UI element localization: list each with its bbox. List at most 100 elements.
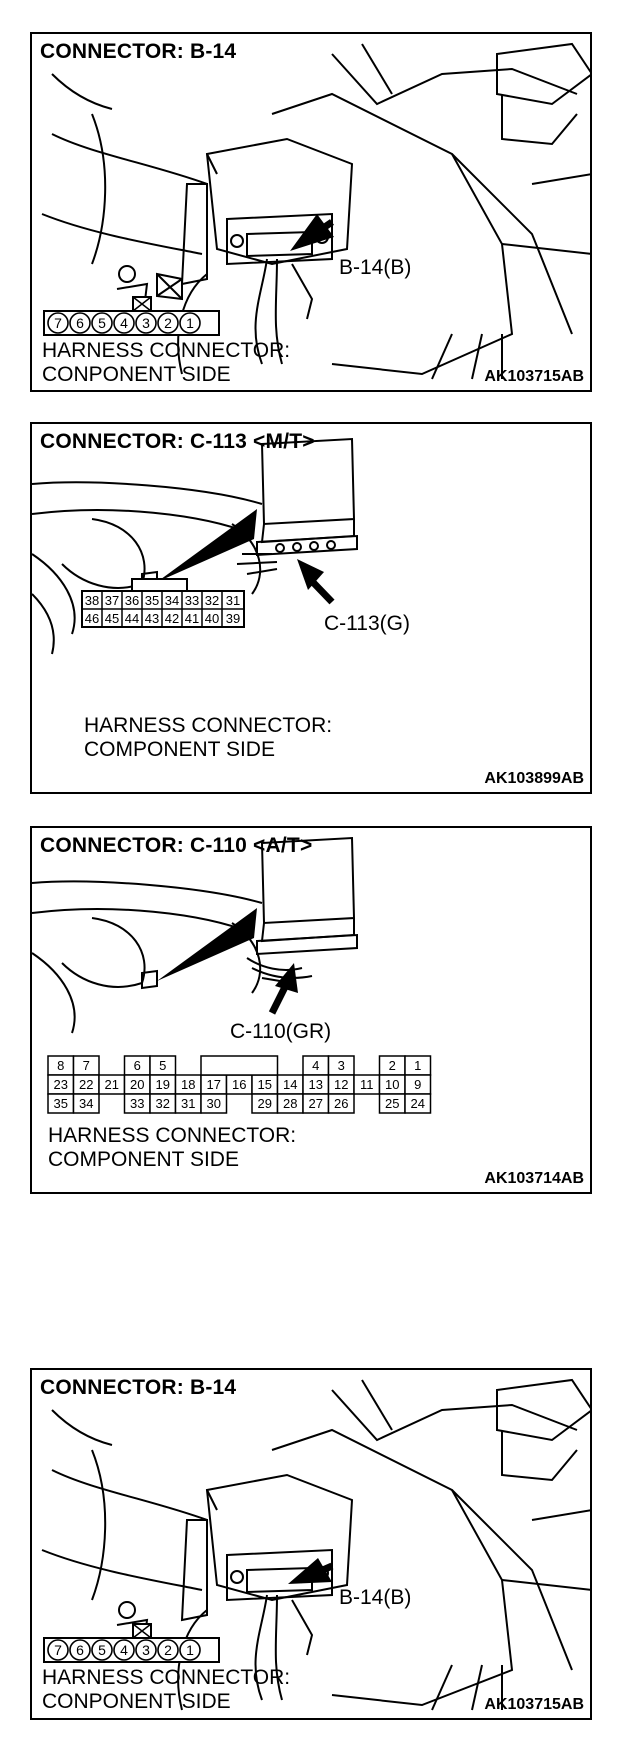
c110-pin: 24 [411,1096,425,1111]
harness-line-1: HARNESS CONNECTOR: [84,714,333,737]
figure-code: AK103715AB [484,1696,584,1713]
b14-pin: 1 [186,315,194,331]
c110-pin: 31 [181,1096,195,1111]
c113-arrow [297,559,335,605]
c110-pin: 3 [338,1058,345,1073]
connector-callout: B-14(B) [339,1586,412,1609]
b14-pin: 5 [98,1642,106,1658]
c113-pin: 32 [205,593,219,608]
c110-pin: 26 [334,1096,348,1111]
c110-pin: 33 [130,1096,144,1111]
c110-pin: 17 [207,1077,221,1092]
c110-pin: 21 [105,1077,119,1092]
harness-line-1: HARNESS CONNECTOR: [42,339,291,362]
c110-pin: 34 [79,1096,93,1111]
c110-pin: 14 [283,1077,297,1092]
c110-pin-cell [404,1093,432,1114]
figure-code: AK103715AB [484,368,584,385]
c110-pin: 6 [134,1058,141,1073]
b14-pin: 6 [76,1642,84,1658]
c113-pin-grid: 38 37 36 35 34 33 32 31 46 45 44 43 42 4… [81,578,245,628]
c110-pin: 23 [54,1077,68,1092]
c110-pin: 27 [309,1096,323,1111]
c110-pin: 16 [232,1077,246,1092]
b14-pin: 5 [98,315,106,331]
c110-pin: 22 [79,1077,93,1092]
c113-pin: 45 [105,611,119,626]
b14-arrow [288,1558,334,1584]
c110-pin: 29 [258,1096,272,1111]
c110-pin: 9 [414,1077,421,1092]
connector-panel-b14-top: 7 6 5 4 3 2 1 CONNECTOR: B-14 B-14(B) HA… [30,32,592,392]
c113-pin: 41 [185,611,199,626]
c110-pin: 15 [258,1077,272,1092]
b14-pin: 4 [120,315,128,331]
c110-pin-cell [200,1093,228,1114]
c113-pin: 35 [145,593,159,608]
b14-pin: 2 [164,1642,172,1658]
harness-line-1: HARNESS CONNECTOR: [48,1124,297,1147]
harness-label: HARNESS CONNECTOR: CONPONENT SIDE [42,1666,290,1714]
c110-pin: 2 [389,1058,396,1073]
c110-key-slot [200,1055,279,1076]
c110-pin: 28 [283,1096,297,1111]
c110-pin: 18 [181,1077,195,1092]
c113-pin: 33 [185,593,199,608]
c110-pin: 12 [334,1077,348,1092]
panel-title: CONNECTOR: B-14 [40,40,237,63]
c110-pin: 1 [414,1058,421,1073]
harness-line-2: COMPONENT SIDE [48,1148,239,1171]
c110-leader [157,908,257,981]
b14-arrow [290,214,334,251]
b14-pin: 6 [76,315,84,331]
b14-pin: 1 [186,1642,194,1658]
c110-pin: 13 [309,1077,323,1092]
harness-label: HARNESS CONNECTOR: COMPONENT SIDE [48,1124,296,1172]
panel-title: CONNECTOR: C-110 <A/T> [40,834,313,857]
b14-pin-row: 7 6 5 4 3 2 1 [43,296,220,336]
c110-pin: 5 [159,1058,166,1073]
figure-code: AK103899AB [484,770,584,787]
b14-pin-row: 7 6 5 4 3 2 1 [43,1623,220,1663]
harness-label: HARNESS CONNECTOR: COMPONENT SIDE [84,714,332,762]
c110-pin: 35 [54,1096,68,1111]
c113-illustration: 38 37 36 35 34 33 32 31 46 45 44 43 42 4… [32,437,358,655]
c110-pin: 11 [360,1077,374,1092]
b14-pin: 3 [142,1642,150,1658]
c110-pin: 7 [83,1058,90,1073]
b14-pin: 7 [54,1642,62,1658]
c113-pin: 36 [125,593,139,608]
c110-pin: 25 [385,1096,399,1111]
c110-pin-cell [327,1093,355,1114]
c110-pin-cell [72,1093,100,1114]
c110-pin: 4 [312,1058,319,1073]
c113-pin: 43 [145,611,159,626]
harness-line-2: COMPONENT SIDE [84,738,275,761]
b14-pin: 4 [120,1642,128,1658]
panel-title: CONNECTOR: C-113 <M/T> [40,430,315,453]
panel-title: CONNECTOR: B-14 [40,1376,237,1399]
connector-callout: C-113(G) [324,612,410,635]
b14-illustration: 7 6 5 4 3 2 1 [41,42,590,380]
connector-panel-b14-bottom: 7 6 5 4 3 2 1 CONNECTOR: B-14 B-14(B) HA… [30,1368,592,1720]
c110-pin: 30 [207,1096,221,1111]
c113-pin: 46 [85,611,99,626]
c113-leader [157,509,257,582]
harness-line-2: CONPONENT SIDE [42,363,231,386]
harness-label: HARNESS CONNECTOR: CONPONENT SIDE [42,339,290,387]
c110-pin: 10 [385,1077,399,1092]
connector-callout: B-14(B) [339,256,412,279]
b14-pin: 3 [142,315,150,331]
c113-pin: 31 [226,593,240,608]
c110-pin: 19 [156,1077,170,1092]
c113-pin: 42 [165,611,179,626]
c113-pin: 34 [165,593,179,608]
b14-illustration: 7 6 5 4 3 2 1 [41,1378,590,1711]
connector-callout: C-110(GR) [230,1020,332,1043]
figure-code: AK103714AB [484,1170,584,1187]
c113-pin: 44 [125,611,139,626]
c113-pin: 38 [85,593,99,608]
